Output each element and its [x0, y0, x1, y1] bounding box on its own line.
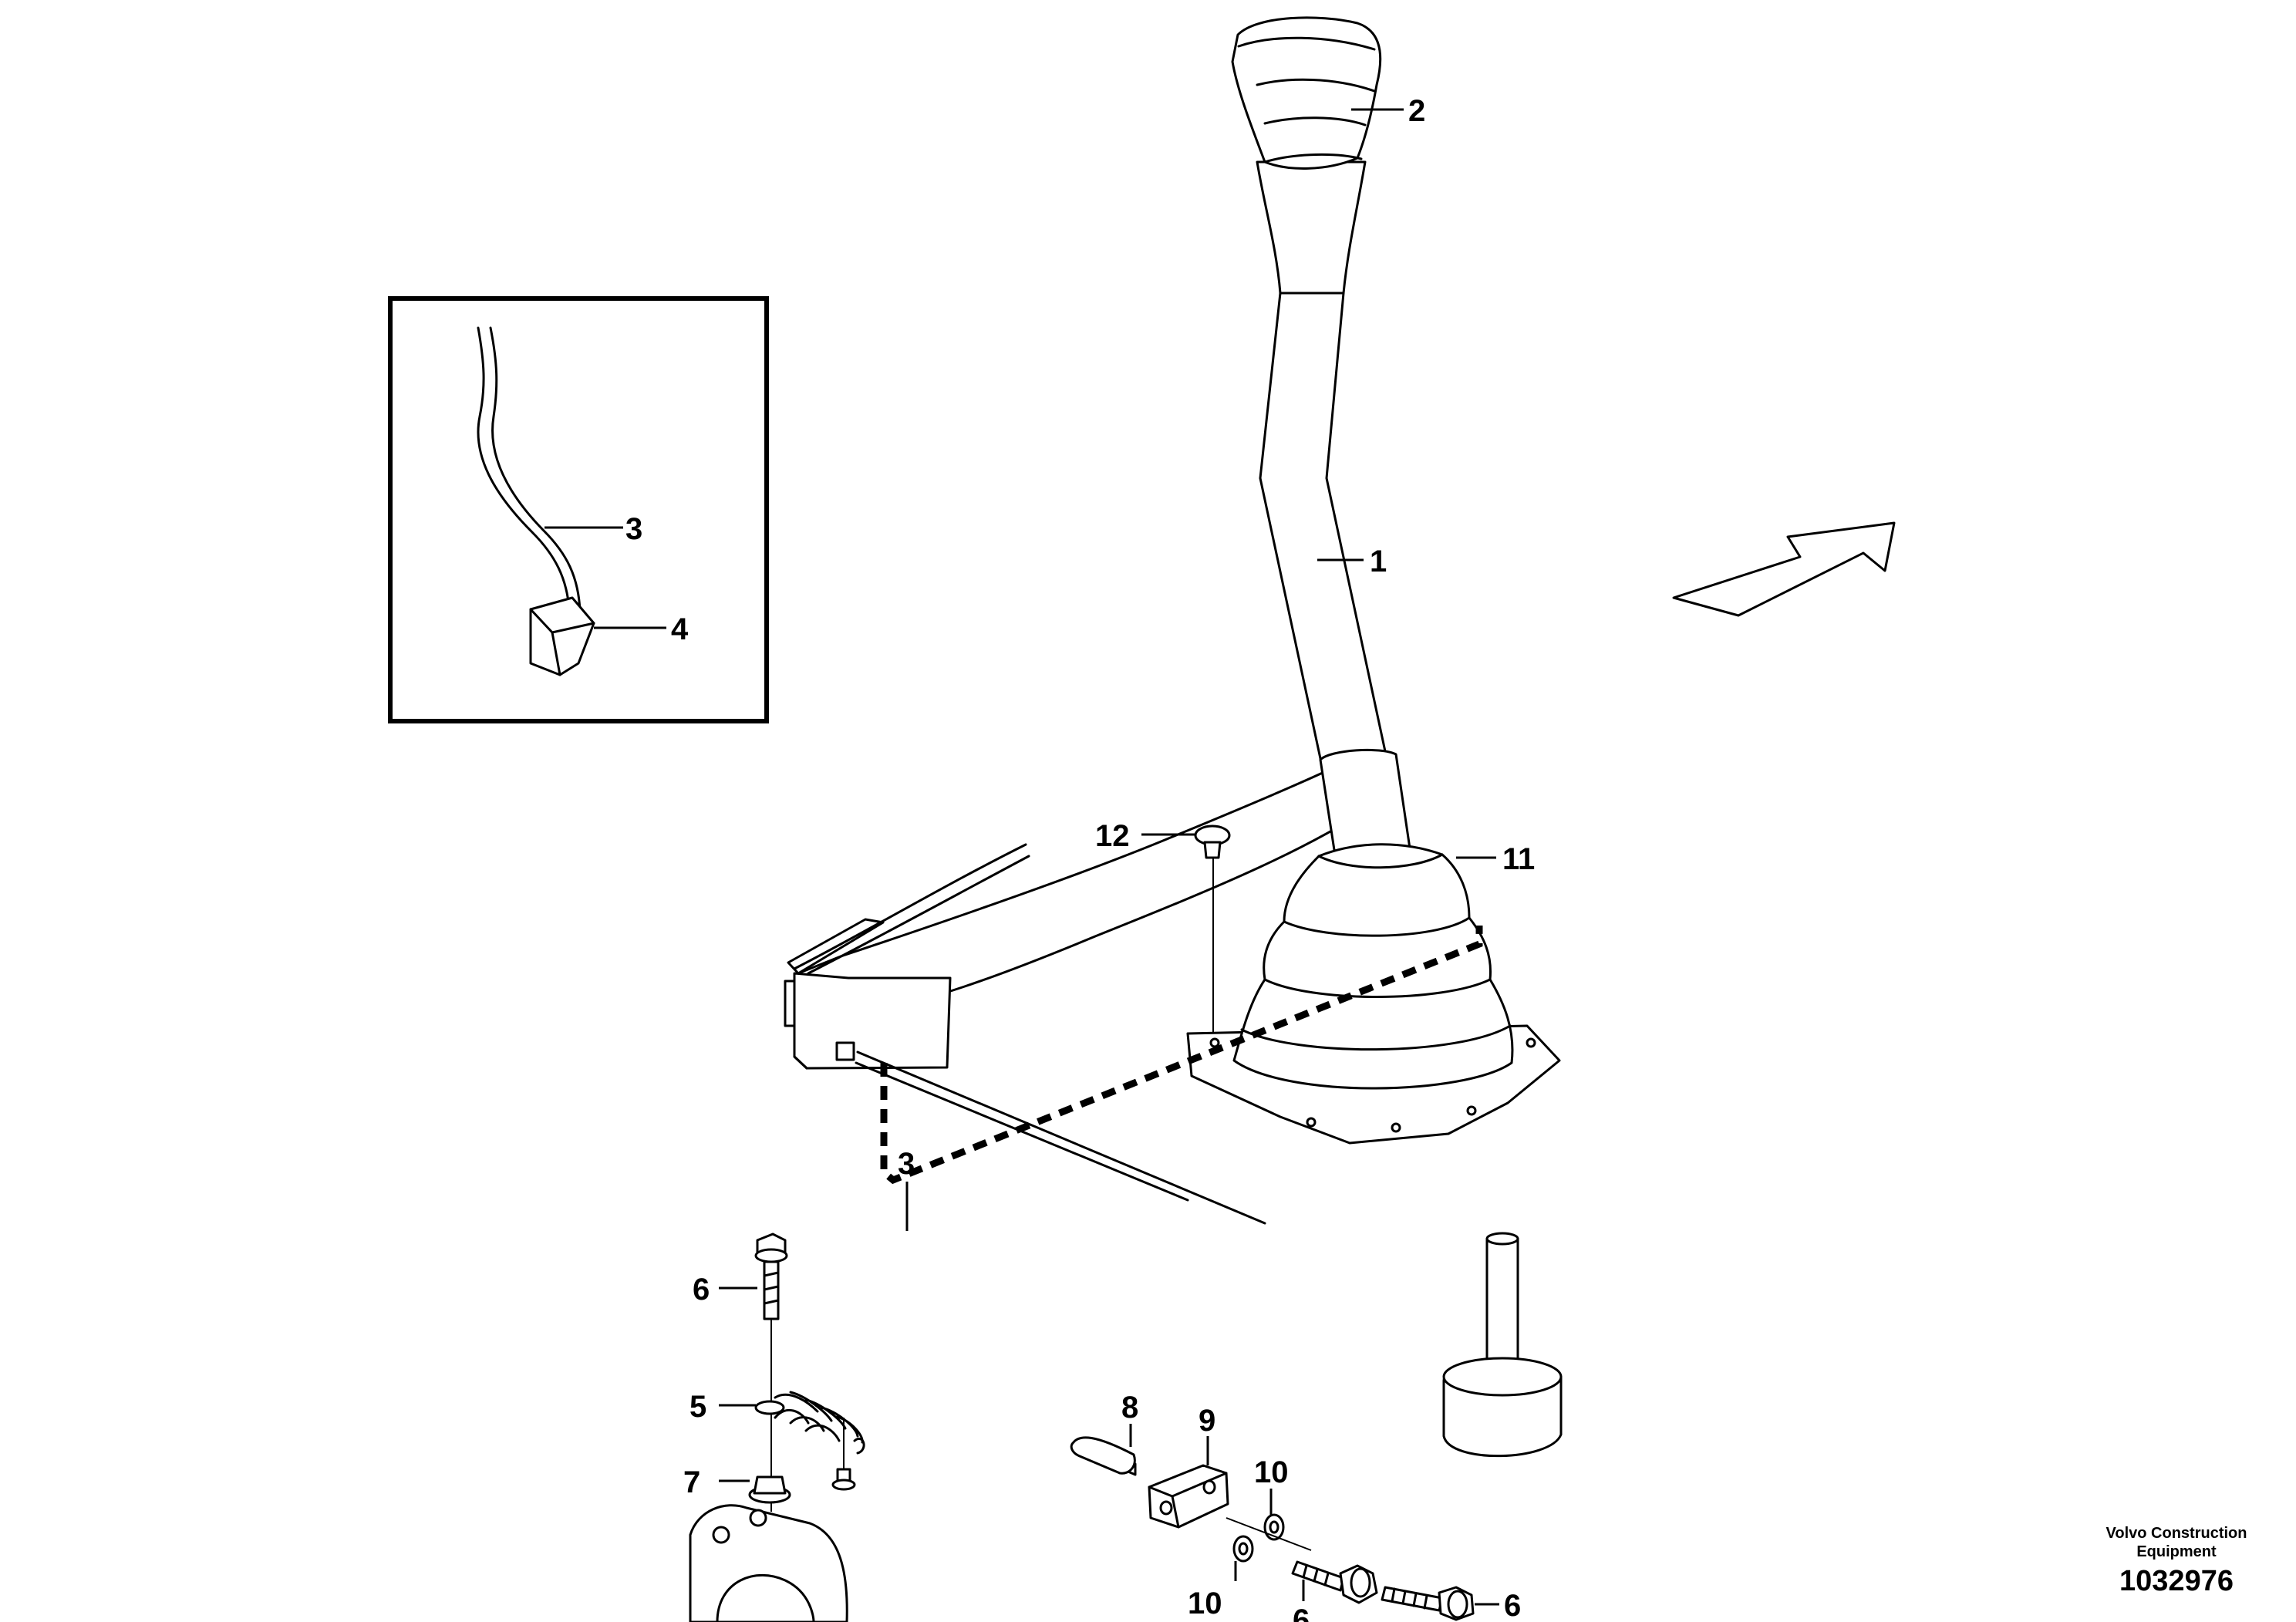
callout-12: 12 — [1095, 819, 1130, 853]
lever-rod — [1259, 292, 1396, 796]
tension-spring — [774, 1391, 865, 1455]
footer-branding: Volvo Construction Equipment 1032976 — [2106, 1525, 2247, 1597]
brand-line-1: Volvo Construction — [2106, 1525, 2247, 1542]
callout-4: 4 — [671, 612, 689, 646]
bolt-bottom-mid — [1291, 1560, 1378, 1604]
dashed-linkage — [880, 926, 1483, 1185]
washer — [754, 1400, 785, 1415]
lever-knob — [1231, 16, 1382, 295]
lock-washer-bottom — [1232, 1535, 1254, 1563]
small-screw — [831, 1418, 856, 1491]
damper-pedestal — [1442, 1232, 1563, 1458]
callout-10-top: 10 — [1254, 1455, 1289, 1489]
flange-nut — [748, 1475, 791, 1504]
shaft — [856, 1050, 1266, 1225]
detail-inset — [388, 296, 769, 723]
callout-labels: 2 1 3 4 11 12 3 6 5 7 8 9 10 10 6 6 — [625, 94, 1535, 1622]
lock-washer-top — [1263, 1513, 1285, 1541]
inset-connector — [529, 596, 595, 676]
clamp-block — [1148, 1464, 1229, 1529]
callout-3-main: 3 — [898, 1147, 915, 1181]
cable — [793, 843, 1027, 970]
callout-6-bottom-right: 6 — [1504, 1589, 1521, 1622]
direction-arrow-icon — [1672, 521, 1896, 617]
callout-7: 7 — [683, 1465, 700, 1499]
lever-assembly — [787, 16, 1561, 1145]
push-rivet — [1194, 824, 1231, 1034]
inset-frame — [388, 296, 769, 723]
housing-block — [784, 972, 952, 1070]
lever-collar — [1319, 748, 1411, 858]
document-number: 1032976 — [2119, 1565, 2234, 1597]
sleeve — [1070, 1436, 1137, 1476]
base-flange — [689, 1504, 848, 1622]
bolt-bottom-right — [1381, 1586, 1475, 1621]
callout-8: 8 — [1121, 1391, 1138, 1425]
bolt-vertical — [754, 1233, 788, 1512]
inset-cable — [477, 326, 571, 611]
callout-6-top: 6 — [693, 1273, 710, 1307]
rubber-boot — [1186, 843, 1561, 1145]
callout-3-detail: 3 — [625, 512, 642, 546]
callout-11: 11 — [1502, 842, 1535, 876]
brand-line-2: Equipment — [2136, 1543, 2217, 1560]
callout-9: 9 — [1199, 1404, 1215, 1438]
leader-lines — [719, 108, 1499, 1606]
callout-6-bottom-mid: 6 — [1293, 1603, 1310, 1622]
callout-10-bottom: 10 — [1188, 1587, 1222, 1620]
callout-5: 5 — [689, 1390, 706, 1424]
callout-2: 2 — [1408, 94, 1425, 128]
callout-1: 1 — [1370, 545, 1387, 578]
